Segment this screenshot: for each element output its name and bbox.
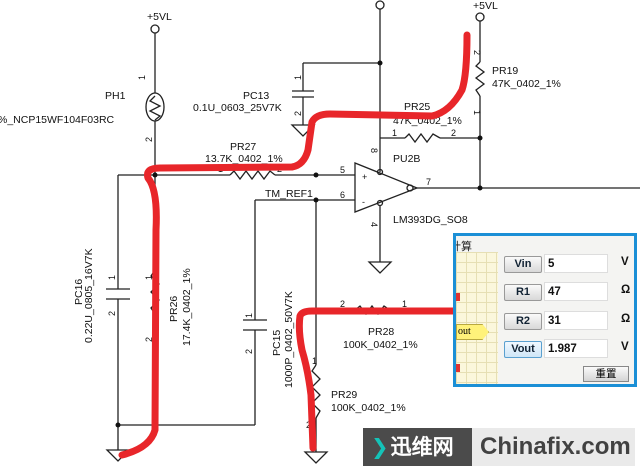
pr28-ref: PR28	[368, 326, 394, 338]
pc13-pin2: 2	[293, 111, 303, 116]
pc16-pin1: 1	[107, 275, 117, 280]
watermark-en: Chinafix.com	[472, 428, 635, 466]
vout-input[interactable]: 1.987	[544, 339, 608, 358]
pu2b-pin8: 8	[369, 148, 379, 153]
reset-button[interactable]: 重置	[583, 366, 629, 382]
diagram-marker	[456, 364, 460, 372]
pr25-ref: PR25	[404, 101, 430, 113]
capacitor-pc15	[243, 319, 267, 331]
pr29-ref: PR29	[331, 389, 357, 401]
pr26-pin2: 2	[144, 337, 154, 342]
vin-unit: V	[621, 256, 629, 268]
vin-input[interactable]: 5	[544, 254, 608, 273]
pr27-value: 13.7K_0402_1%	[205, 153, 283, 165]
pr27-ref: PR27	[230, 141, 256, 153]
power-label-right: +5VL	[473, 0, 498, 12]
thermistor-ph1	[145, 92, 165, 122]
pc16-value: 0.22U_0805_16V7K	[83, 248, 95, 343]
r1-unit: Ω	[621, 284, 631, 296]
pc16-ref: PC16	[73, 279, 85, 305]
pr29-pin2: 2	[306, 420, 311, 430]
pc13-ref: PC13	[243, 90, 269, 102]
capacitor-pc13	[292, 90, 314, 98]
pr28-value: 100K_0402_1%	[343, 339, 418, 351]
ph1-value: %_NCP15WF104F03RC	[0, 114, 115, 126]
calculator-title: 计算	[456, 240, 472, 253]
pc15-ref: PC15	[271, 330, 283, 356]
watermark-logo: ❯迅维网	[363, 428, 472, 466]
voltage-divider-calculator: 计算 out Vin 5 V R1 47 Ω R2 31 Ω Vout 1.98…	[453, 233, 637, 387]
diagram-vout-tag: out	[456, 324, 489, 340]
pr25-pin1: 1	[392, 128, 397, 138]
highlight-path-lower	[295, 307, 459, 452]
calculator-diagram	[456, 252, 498, 384]
vout-unit: V	[621, 341, 629, 353]
pu2b-pin6: 6	[340, 190, 345, 200]
pc16-pin2: 2	[107, 311, 117, 316]
pr29-value: 100K_0402_1%	[331, 402, 406, 414]
resistor-pr27	[229, 169, 276, 181]
power-label-left: +5VL	[147, 11, 172, 23]
resistor-pr29	[311, 364, 321, 419]
capacitor-pc16	[106, 288, 130, 300]
pu2b-pin4: 4	[369, 222, 379, 227]
r2-input[interactable]: 31	[544, 311, 608, 330]
pc15-pin2: 2	[244, 349, 254, 354]
thermistor-zigzag	[148, 95, 162, 121]
r2-button[interactable]: R2	[504, 313, 542, 330]
pr19-ref: PR19	[492, 65, 518, 77]
diagram-marker	[456, 293, 460, 301]
pu2b-value: LM393DG_SO8	[393, 214, 468, 226]
pr28-pin1: 1	[402, 299, 407, 309]
r2-unit: Ω	[621, 313, 631, 325]
pr26-value: 17.4K_0402_1%	[181, 268, 193, 346]
pr28-pin2: 2	[340, 299, 345, 309]
pc13-value: 0.1U_0603_25V7K	[193, 102, 282, 114]
highlight-path-upper	[118, 31, 471, 459]
pc15-pin1: 1	[244, 313, 254, 318]
pc13-pin1: 1	[293, 75, 303, 80]
resistor-pr25	[404, 132, 441, 144]
pr29-pin1: 1	[312, 356, 317, 366]
pu2b-ref: PU2B	[393, 153, 420, 165]
pr26-pin1: 1	[144, 275, 154, 280]
ph1-pin1: 1	[137, 75, 147, 80]
ph1-pin2: 2	[144, 137, 154, 142]
pc15-value: 1000P_0402_50V7K	[283, 291, 295, 388]
pu2b-pin7: 7	[426, 177, 431, 187]
r1-input[interactable]: 47	[544, 282, 608, 301]
resistor-pr28	[354, 304, 391, 316]
pr19-value: 47K_0402_1%	[492, 78, 561, 90]
pr19-pin1: 1	[472, 110, 482, 115]
net-label-tm-ref1: TM_REF1	[265, 188, 313, 200]
resistor-pr26	[150, 269, 160, 315]
pu2b-minus: -	[362, 197, 365, 207]
pr19-pin2: 2	[472, 50, 482, 55]
pu2b-plus: +	[362, 172, 367, 182]
vin-button[interactable]: Vin	[504, 256, 542, 273]
pr26-ref: PR26	[168, 296, 180, 322]
watermark: ❯迅维网 Chinafix.com	[363, 428, 635, 466]
comparator-pu2b	[354, 162, 419, 213]
chevron-right-icon: ❯	[371, 435, 389, 459]
pr25-pin2: 2	[451, 128, 456, 138]
r1-button[interactable]: R1	[504, 284, 542, 301]
watermark-cn: 迅维网	[390, 435, 454, 459]
pu2b-pin5: 5	[340, 165, 345, 175]
vout-button[interactable]: Vout	[504, 341, 542, 358]
ph1-ref: PH1	[105, 90, 126, 102]
resistor-pr19	[474, 61, 486, 97]
